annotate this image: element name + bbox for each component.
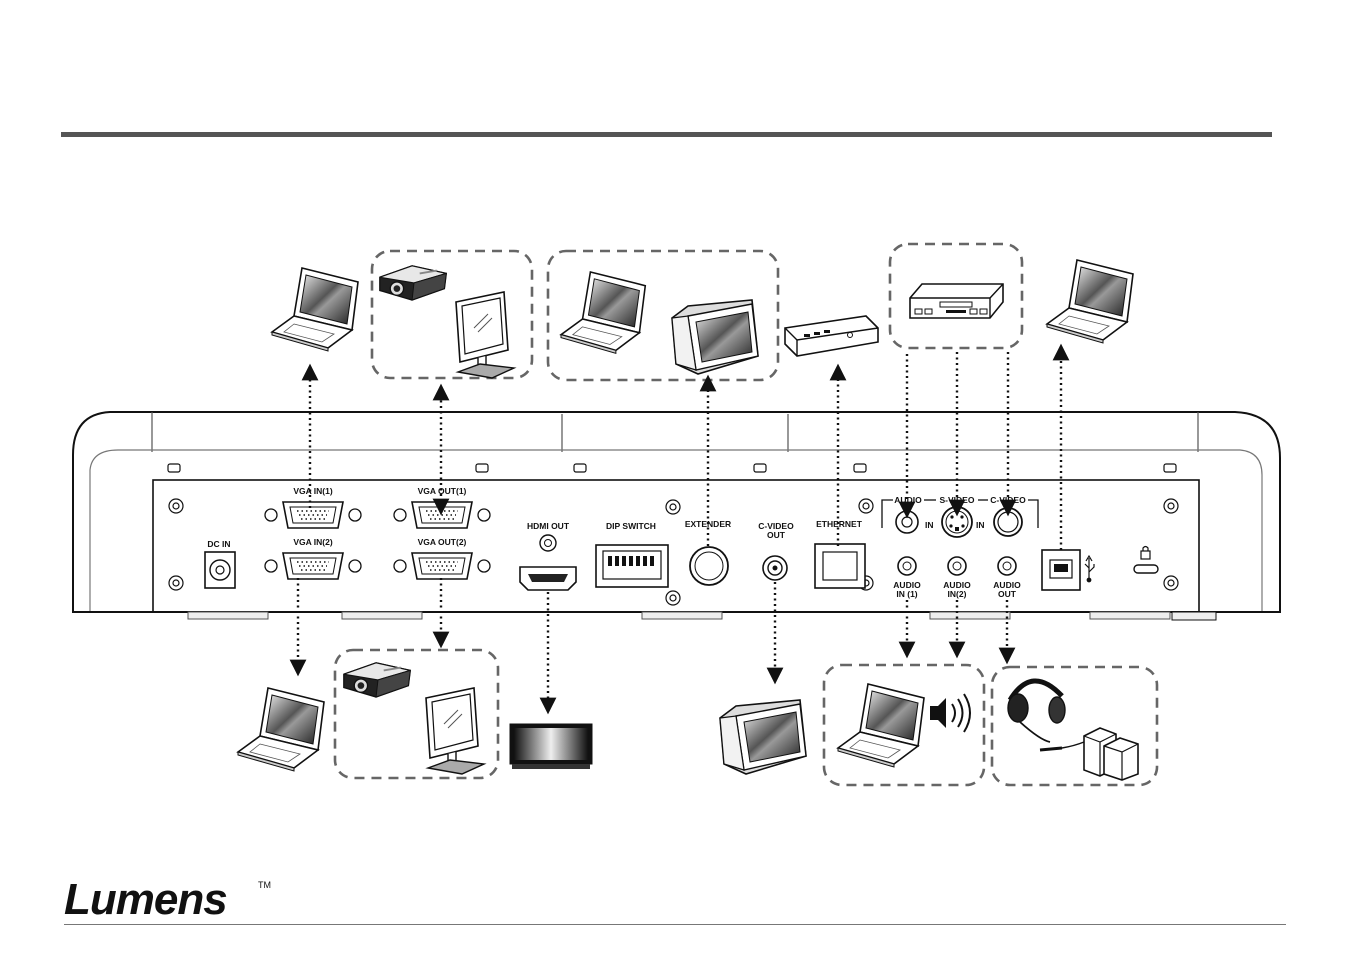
usb-port [1041, 549, 1081, 591]
speaker-icon [930, 693, 971, 733]
label-in-s-video: IN [925, 520, 934, 530]
vga-in-2-port [264, 552, 362, 580]
label-vga-out-2: VGA OUT(2) [418, 537, 467, 547]
dashed-group-av-input [888, 242, 1024, 350]
brand-logo: Lumens [64, 875, 227, 924]
s-video-in-port [941, 506, 973, 538]
hdmi-out-port [519, 534, 577, 591]
monitor-icon [455, 291, 515, 379]
crt-tv-icon [671, 299, 759, 375]
ethernet-port [814, 543, 866, 589]
label-audio-in-1-line1: AUDIO [893, 580, 921, 590]
panel-screws [167, 463, 1179, 606]
label-c-video-out-line2: OUT [767, 530, 786, 540]
header-rule [61, 132, 1272, 137]
dip-switch [595, 544, 669, 588]
monitor-icon [425, 687, 485, 775]
label-audio-in-2-line2: IN(2) [948, 589, 967, 599]
vcr-player-icon [909, 283, 1004, 319]
laptop-icon [271, 267, 359, 352]
headphones-icon [1007, 678, 1085, 752]
usb-icon [1084, 554, 1095, 583]
extender-port [689, 546, 729, 586]
dashed-group-vga-out-2 [333, 648, 500, 780]
network-router-icon [784, 315, 879, 357]
c-video-out-port [762, 555, 788, 581]
laptop-icon [1046, 259, 1134, 344]
pc-speakers-icon [1083, 727, 1139, 781]
label-audio-out-line2: OUT [998, 589, 1017, 599]
dashed-group-vga-out-1 [370, 249, 534, 380]
crt-tv-icon [719, 699, 807, 775]
laptop-icon [560, 271, 647, 355]
label-audio: AUDIO [894, 495, 922, 505]
dc-in-port [204, 551, 236, 589]
label-ethernet: ETHERNET [816, 519, 863, 529]
projector-icon [342, 661, 412, 698]
label-c-video-out-line1: C-VIDEO [758, 521, 794, 531]
c-video-in-port [993, 507, 1023, 537]
laptop-icon [237, 687, 325, 772]
label-vga-in-1: VGA IN(1) [293, 486, 333, 496]
label-hdmi-out: HDMI OUT [527, 521, 570, 531]
footer-rule [64, 924, 1286, 925]
label-audio-out-line1: AUDIO [993, 580, 1021, 590]
audio-in-2-port [947, 556, 967, 576]
label-vga-in-2: VGA IN(2) [293, 537, 333, 547]
av-input-bracket [881, 499, 1039, 528]
flat-tv-icon [509, 723, 593, 770]
label-dc-in: DC IN [207, 539, 230, 549]
audio-in-1-port [897, 556, 917, 576]
vga-in-1-port [264, 501, 362, 529]
audio-in-port [895, 510, 919, 534]
kensington-lock-icon [1133, 545, 1159, 574]
dashed-group-audio-in [822, 663, 986, 787]
audio-out-port [997, 556, 1017, 576]
label-audio-in-2-line1: AUDIO [943, 580, 971, 590]
vga-out-2-port [393, 552, 491, 580]
document-camera-rear-panel [72, 411, 1281, 621]
label-dip-switch: DIP SWITCH [606, 521, 656, 531]
label-audio-in-1-line2: IN (1) [896, 589, 917, 599]
label-in-c-video: IN [976, 520, 985, 530]
projector-icon [378, 264, 448, 301]
laptop-icon [837, 683, 925, 768]
brand-trademark: TM [258, 880, 271, 890]
dashed-group-audio-out [990, 665, 1159, 787]
